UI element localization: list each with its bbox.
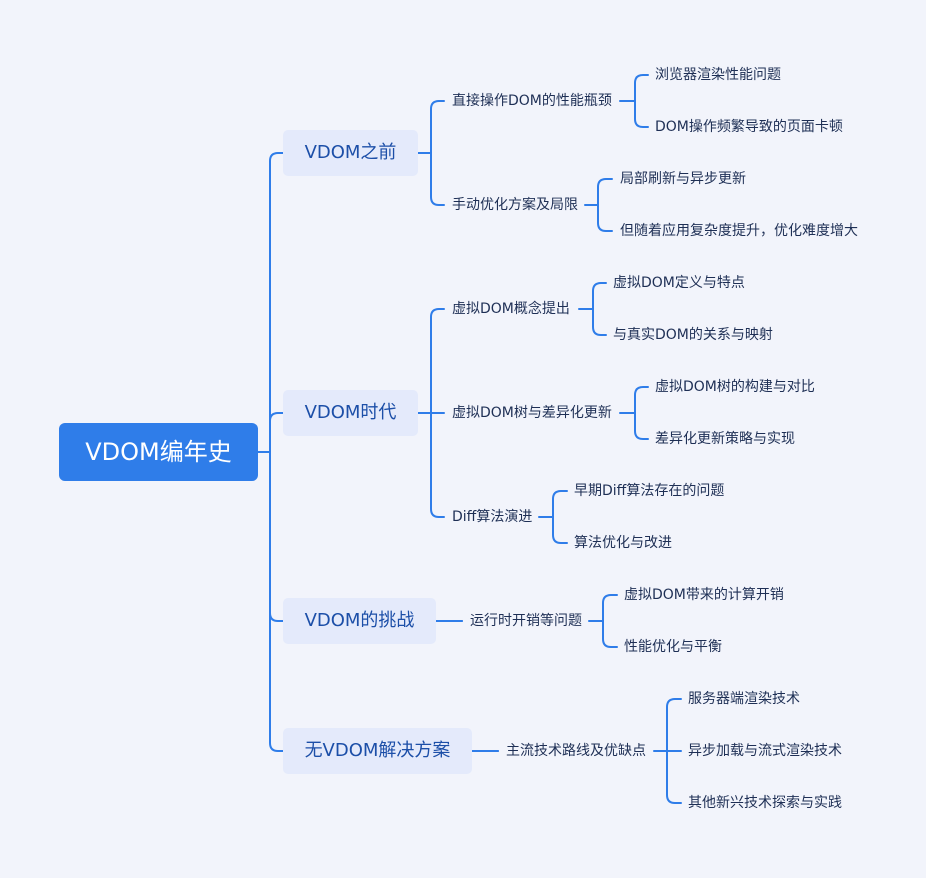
leaf-node[interactable]: 服务器端渲染技术 — [688, 691, 800, 707]
subtopic-node[interactable]: 手动优化方案及局限 — [452, 197, 578, 213]
sub7-connector-link — [666, 698, 682, 752]
subtopic-node[interactable]: 虚拟DOM树与差异化更新 — [452, 405, 612, 421]
leaf-node[interactable]: 局部刷新与异步更新 — [620, 171, 746, 187]
leaf-node[interactable]: 差异化更新策略与实现 — [655, 431, 795, 447]
leaf-node[interactable]: 虚拟DOM带来的计算开销 — [624, 587, 784, 603]
sub3-connector-link — [592, 282, 607, 310]
root-connector-link — [269, 451, 284, 752]
branch2-connector-link — [430, 412, 445, 518]
sub4-connector-link — [634, 386, 649, 414]
leaf-node[interactable]: 与真实DOM的关系与映射 — [613, 327, 773, 343]
leaf-node[interactable]: 但随着应用复杂度提升，优化难度增大 — [620, 223, 858, 239]
root-connector-link — [269, 412, 284, 453]
leaf-node[interactable]: 虚拟DOM定义与特点 — [613, 275, 745, 291]
leaf-node[interactable]: 浏览器渲染性能问题 — [655, 67, 781, 83]
sub2-connector-link — [597, 204, 613, 232]
sub7-connector-link — [666, 750, 682, 804]
leaf-node[interactable]: 其他新兴技术探索与实践 — [688, 795, 842, 811]
subtopic-node[interactable]: 虚拟DOM概念提出 — [452, 301, 570, 317]
subtopic-node[interactable]: Diff算法演进 — [452, 509, 533, 525]
branch-node[interactable]: VDOM的挑战 — [283, 598, 436, 644]
branch1-connector-link — [430, 152, 445, 206]
sub6-connector-link — [602, 620, 618, 648]
leaf-node[interactable]: 虚拟DOM树的构建与对比 — [655, 379, 815, 395]
sub5-connector-link — [552, 516, 568, 544]
root-node[interactable]: VDOM编年史 — [59, 423, 258, 481]
branch-node[interactable]: VDOM时代 — [283, 390, 418, 436]
sub4-connector-link — [634, 412, 649, 440]
sub1-connector-link — [634, 74, 649, 102]
branch-node[interactable]: VDOM之前 — [283, 130, 418, 176]
leaf-node[interactable]: DOM操作频繁导致的页面卡顿 — [655, 119, 843, 135]
leaf-node[interactable]: 算法优化与改进 — [574, 535, 672, 551]
branch1-connector-link — [430, 100, 445, 154]
subtopic-node[interactable]: 主流技术路线及优缺点 — [506, 743, 646, 759]
branch2-connector-link — [430, 308, 445, 414]
subtopic-node[interactable]: 直接操作DOM的性能瓶颈 — [452, 93, 612, 109]
sub3-connector-link — [592, 308, 607, 336]
root-connector-link — [269, 451, 284, 622]
root-connector-link — [269, 152, 284, 453]
sub5-connector-link — [552, 490, 568, 518]
sub1-connector-link — [634, 100, 649, 128]
branch-node[interactable]: 无VDOM解决方案 — [283, 728, 472, 774]
leaf-node[interactable]: 性能优化与平衡 — [624, 639, 722, 655]
sub6-connector-link — [602, 594, 618, 622]
leaf-node[interactable]: 异步加载与流式渲染技术 — [688, 743, 842, 759]
subtopic-node[interactable]: 运行时开销等问题 — [470, 613, 582, 629]
leaf-node[interactable]: 早期Diff算法存在的问题 — [574, 483, 725, 499]
sub2-connector-link — [597, 178, 613, 206]
